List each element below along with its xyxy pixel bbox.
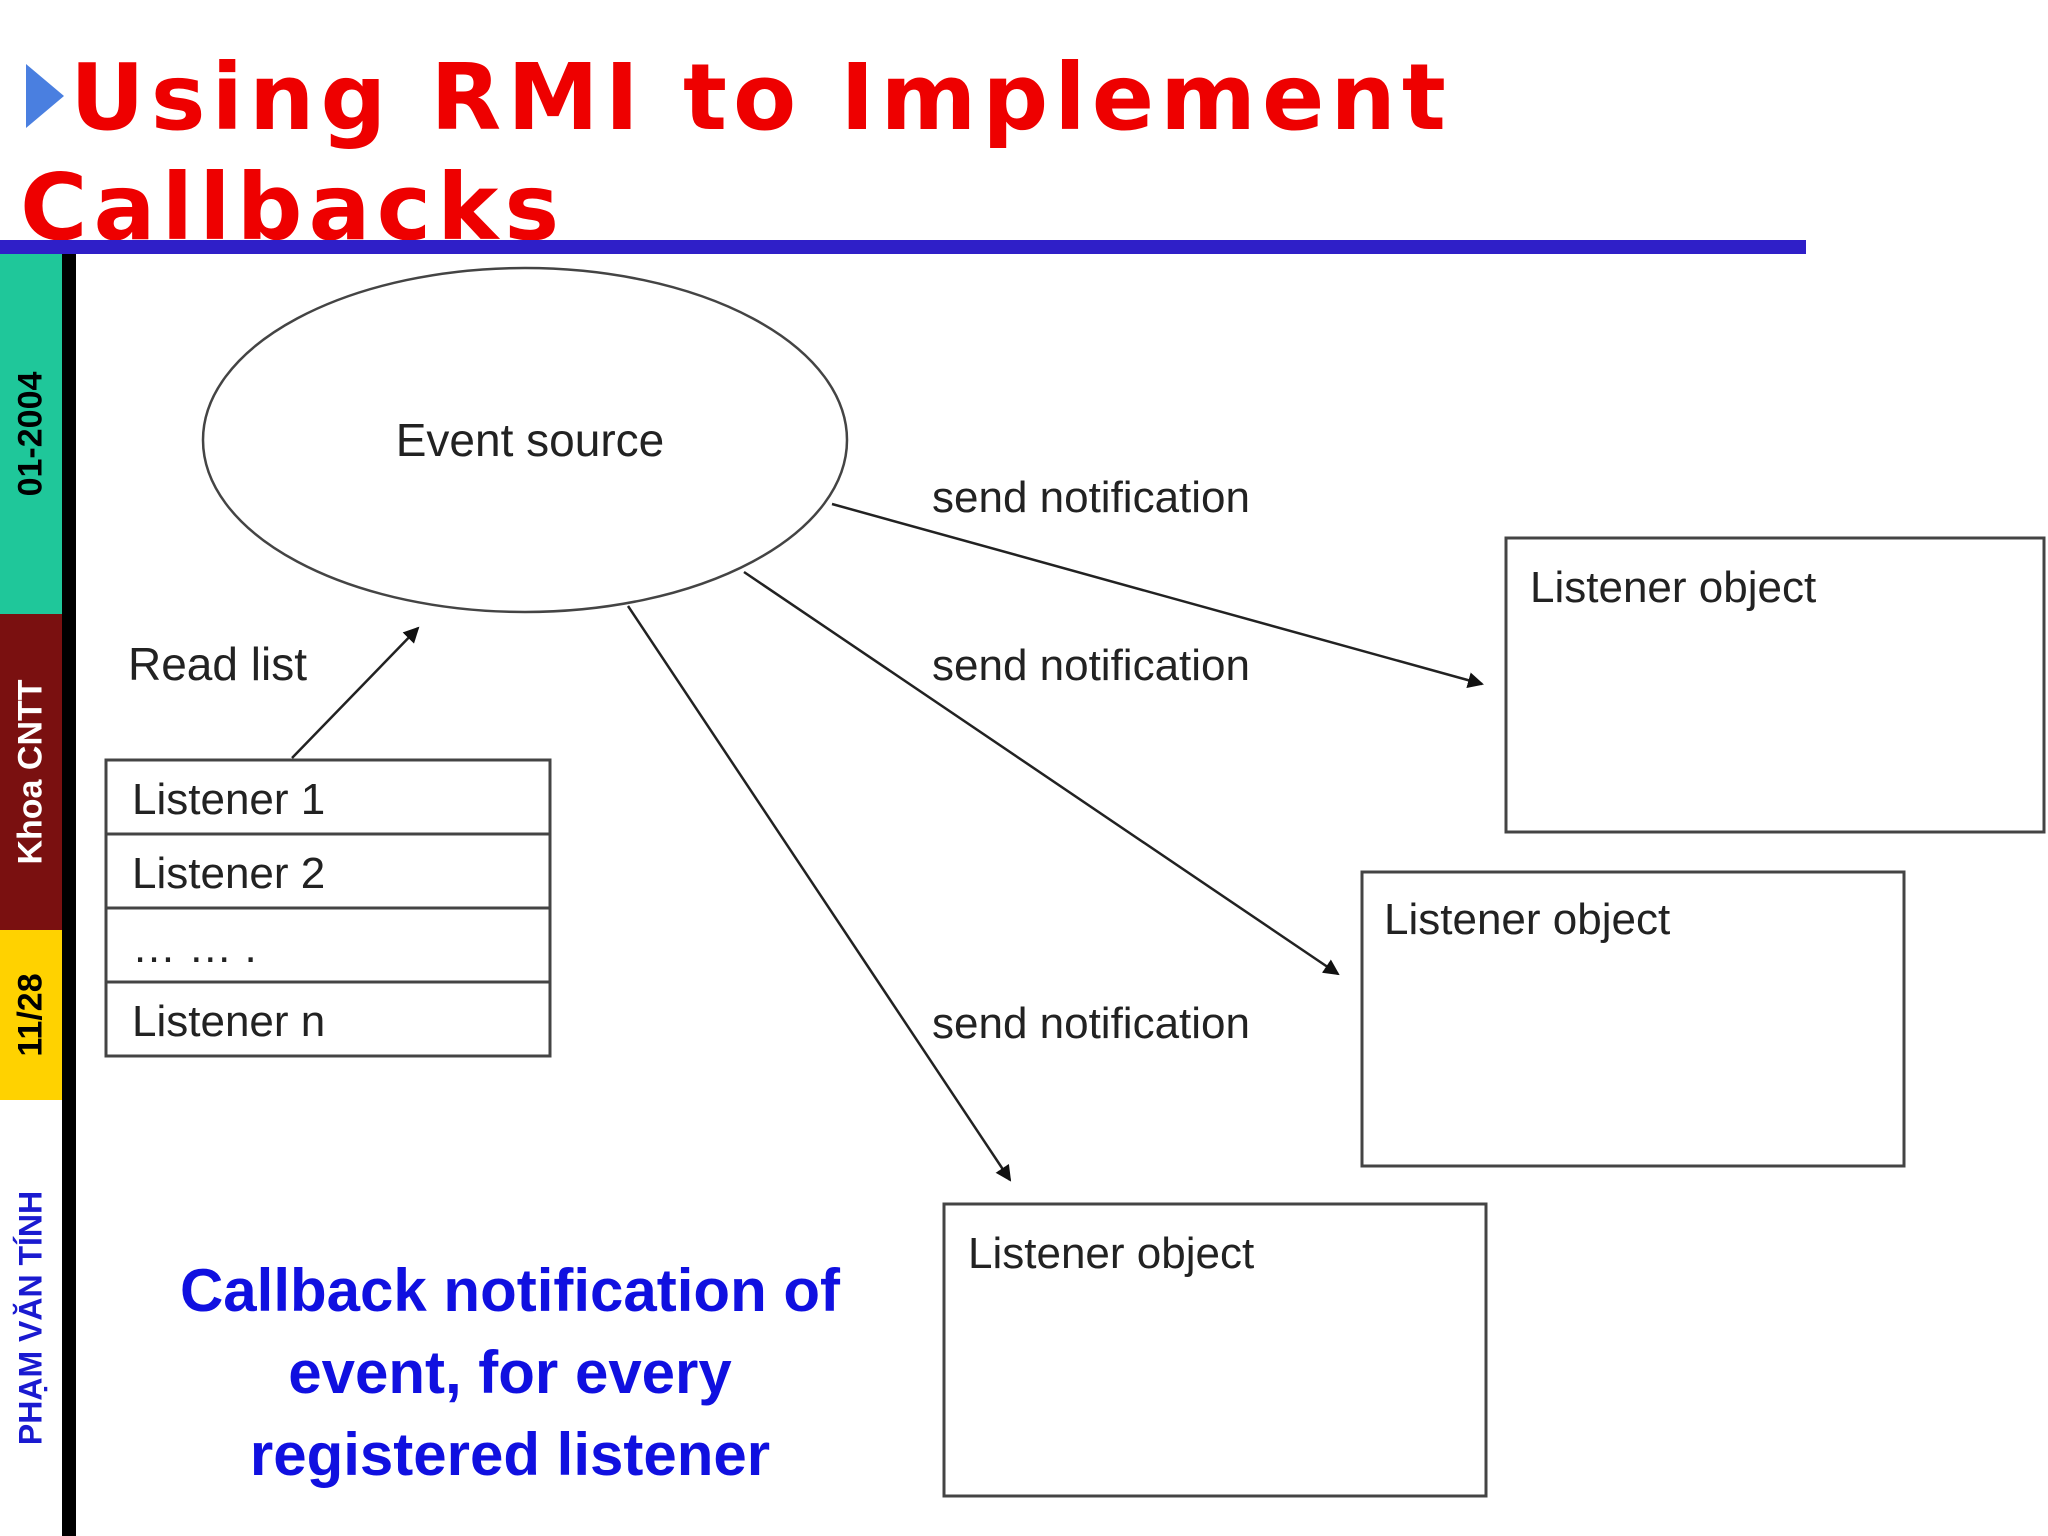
- caption-line: event, for every: [288, 1339, 732, 1406]
- listener-object-box-3: [942, 1202, 1488, 1498]
- send-notification-label-3: send notification: [932, 999, 1250, 1048]
- caption-line: registered listener: [249, 1421, 771, 1488]
- send-notification-label-2: send notification: [932, 641, 1250, 690]
- listener-list-item: Listener 2: [132, 849, 325, 898]
- notification-arrow-1: [831, 502, 1484, 688]
- diagram-caption: Callback notification of event, for ever…: [110, 1250, 910, 1496]
- listener-object-box-1: [1504, 536, 2046, 834]
- sidebar-faculty-segment: Khoa CNTT: [0, 614, 62, 930]
- sidebar-author-segment: PHẠM VĂN TÍNH: [0, 1100, 62, 1536]
- event-source-label: Event source: [396, 414, 664, 466]
- listener-object-label-3: Listener object: [968, 1229, 1254, 1278]
- sidebar-date-segment: 01-2004: [0, 254, 62, 614]
- listener-list-item: … … .: [132, 923, 257, 972]
- listener-list-item: Listener n: [132, 997, 325, 1046]
- caption-line: Callback notification of: [179, 1257, 841, 1324]
- title-underline-rule: [0, 240, 1806, 254]
- listener-list-item: Listener 1: [132, 775, 325, 824]
- notification-arrow-3: [626, 605, 1012, 1182]
- notification-arrow-2: [743, 570, 1340, 976]
- read-list-arrow: [291, 626, 420, 759]
- slide-title-line-2: Callbacks: [20, 154, 566, 261]
- title-bullet-icon: [26, 64, 64, 128]
- listener-object-label-2: Listener object: [1384, 895, 1670, 944]
- sidebar-page-segment: 11/28: [0, 930, 62, 1100]
- listener-list-table: Listener 1 Listener 2 … … . Listener n: [104, 758, 552, 1058]
- send-notification-label-1: send notification: [932, 473, 1250, 522]
- slide-title-line-1: Using RMI to Implement: [70, 44, 1452, 151]
- read-list-label: Read list: [128, 638, 307, 690]
- listener-object-label-1: Listener object: [1530, 563, 1816, 612]
- listener-object-box-2: [1360, 870, 1906, 1168]
- sidebar-divider-rule: [62, 254, 76, 1536]
- event-source-ellipse: [201, 266, 849, 614]
